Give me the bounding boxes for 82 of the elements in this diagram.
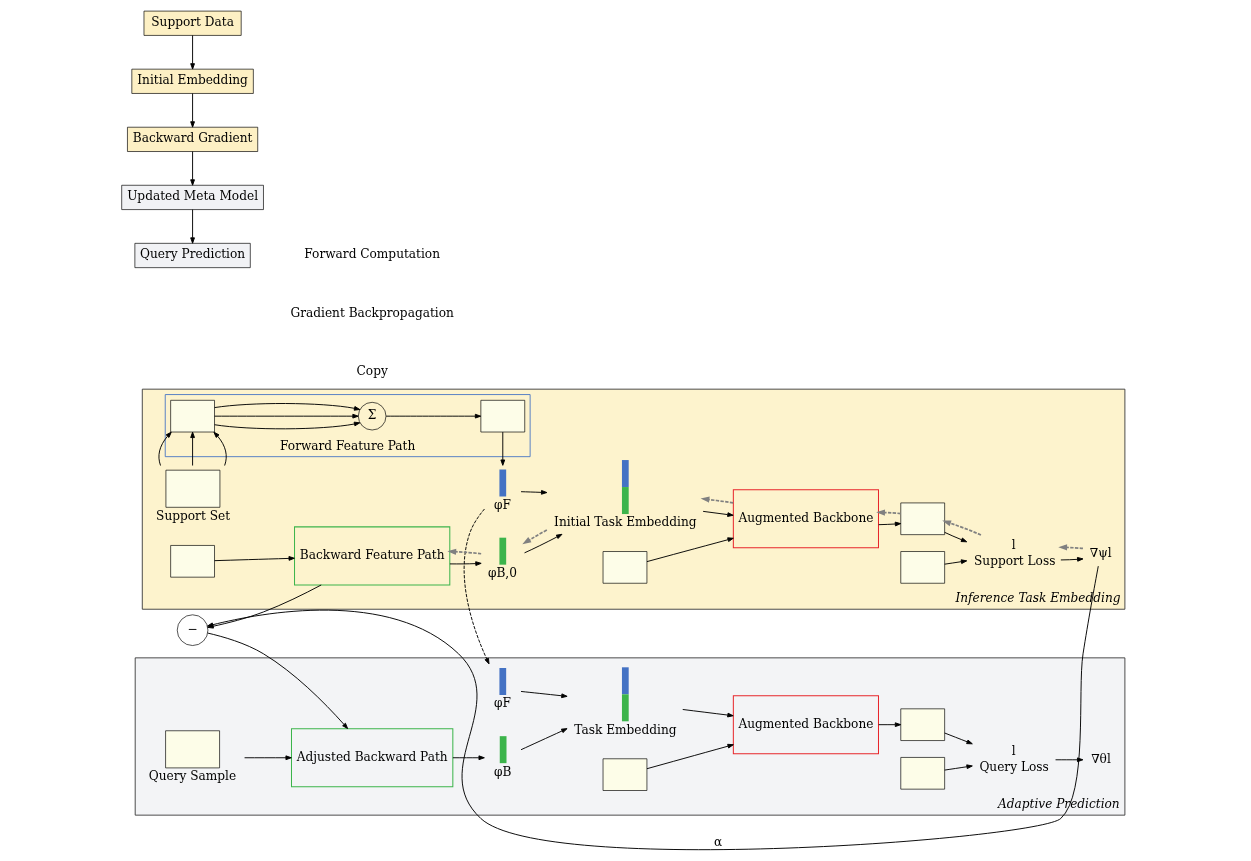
node-box: Backward Feature Path [293, 526, 450, 586]
node-label: Query Loss [978, 759, 1049, 774]
node-box: Support Data [143, 10, 242, 36]
arrow [877, 722, 901, 728]
legend-label: Gradient Backpropagation [290, 305, 454, 320]
node-box [602, 758, 647, 791]
arrow [189, 34, 195, 70]
arrow [213, 413, 359, 419]
node-label: φB [493, 764, 511, 779]
arrow [446, 548, 482, 555]
arrow [702, 510, 734, 517]
arrow [212, 431, 227, 466]
arrow [243, 755, 292, 761]
node-box [899, 757, 945, 790]
node-box [169, 545, 215, 578]
node-label: φF [493, 497, 511, 512]
arrow [189, 209, 195, 244]
arrow [189, 93, 195, 128]
arrow [700, 496, 734, 504]
arrow [943, 559, 967, 565]
arrow [1054, 757, 1083, 763]
node-box [498, 537, 506, 565]
edge-label: α [713, 834, 722, 849]
arrow [213, 403, 360, 411]
node-text: l [1011, 743, 1016, 758]
arrow [523, 533, 562, 554]
node-label: Support Set [155, 508, 230, 523]
node-box [169, 399, 215, 433]
node-box [899, 708, 945, 741]
arrow [463, 508, 489, 665]
arrow [189, 431, 195, 466]
node-text: ∇θl [1090, 751, 1111, 766]
arrow [213, 556, 295, 562]
arrow [1059, 556, 1083, 562]
arrow [520, 490, 547, 495]
node-circle: − [176, 614, 208, 646]
arrow [1057, 544, 1084, 551]
node-box: Initial Embedding [131, 68, 254, 94]
arrow [941, 520, 982, 536]
arrow [943, 531, 967, 543]
node-label: Support Loss [973, 553, 1055, 568]
arrow [681, 709, 734, 718]
node-box: Query Prediction [134, 243, 251, 268]
arrow [520, 728, 568, 751]
node-box [602, 551, 647, 584]
legend-label: Forward Computation [303, 247, 440, 262]
node-box [498, 668, 506, 695]
arrow [451, 755, 485, 761]
arrow [943, 732, 973, 745]
node-label: Task Embedding [573, 722, 677, 737]
arrow [520, 690, 568, 699]
arrow [875, 509, 902, 516]
node-box [899, 551, 945, 584]
node-box: Augmented Backbone [732, 489, 879, 549]
arrow [646, 743, 734, 770]
node-box [899, 502, 945, 535]
node-label: φF [493, 696, 511, 711]
node-label: Initial Task Embedding [553, 515, 697, 530]
arrow [646, 537, 734, 563]
node-box [499, 736, 506, 764]
node-text: l [1011, 537, 1016, 552]
arrow [943, 764, 973, 771]
arrow [213, 421, 360, 430]
arrow [521, 529, 548, 545]
arrow [206, 632, 348, 729]
node-text: ∇ψl [1089, 545, 1112, 560]
node-circle: Σ [357, 402, 386, 431]
node-label: φB,0 [487, 566, 517, 581]
node-box [498, 469, 506, 497]
legend-label: Copy [356, 363, 388, 378]
node-box: Updated Meta Model [120, 184, 264, 210]
arrow [385, 413, 481, 419]
node-box: Adjusted Backward Path [290, 728, 453, 788]
arrow [189, 151, 195, 186]
node-box [480, 399, 525, 433]
arrow [877, 521, 901, 527]
arrow [448, 561, 482, 566]
arrow [157, 431, 172, 466]
node-label: Query Sample [148, 769, 236, 784]
node-box: Augmented Backbone [732, 695, 879, 755]
node-box: Backward Gradient [126, 126, 258, 152]
arrow [499, 431, 505, 466]
